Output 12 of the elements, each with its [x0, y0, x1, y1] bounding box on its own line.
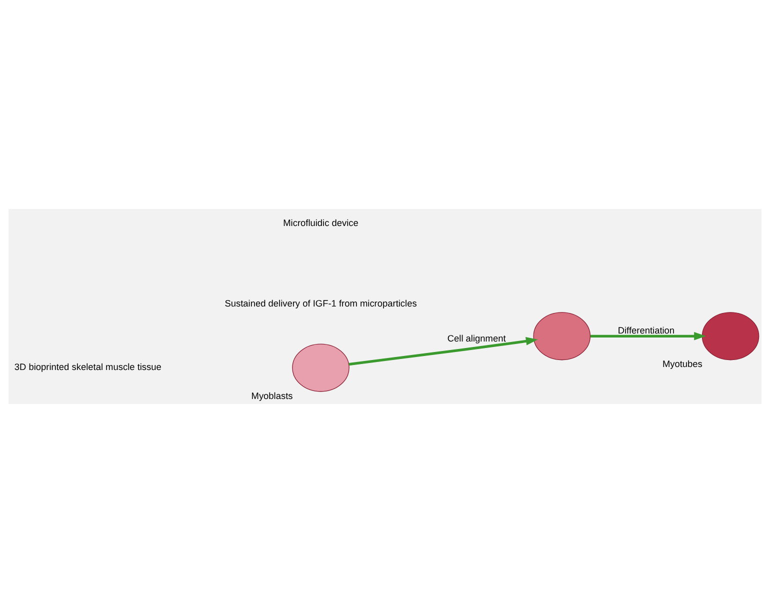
arrow	[590, 332, 706, 340]
edge-label: Cell alignment	[447, 334, 506, 344]
label: Microfluidic device	[283, 218, 358, 228]
node-ellipse	[292, 344, 350, 392]
label: Sustained delivery of IGF-1 from microparticles	[224, 298, 417, 308]
node-label: Myoblasts	[251, 390, 293, 401]
node-ellipse	[533, 312, 591, 360]
arrow	[348, 337, 538, 366]
node-label: Myotubes	[662, 359, 702, 370]
edge-label: Differentiation	[618, 326, 675, 336]
node-ellipse	[702, 312, 760, 360]
label: 3D bioprinted skeletal muscle tissue	[14, 362, 162, 372]
